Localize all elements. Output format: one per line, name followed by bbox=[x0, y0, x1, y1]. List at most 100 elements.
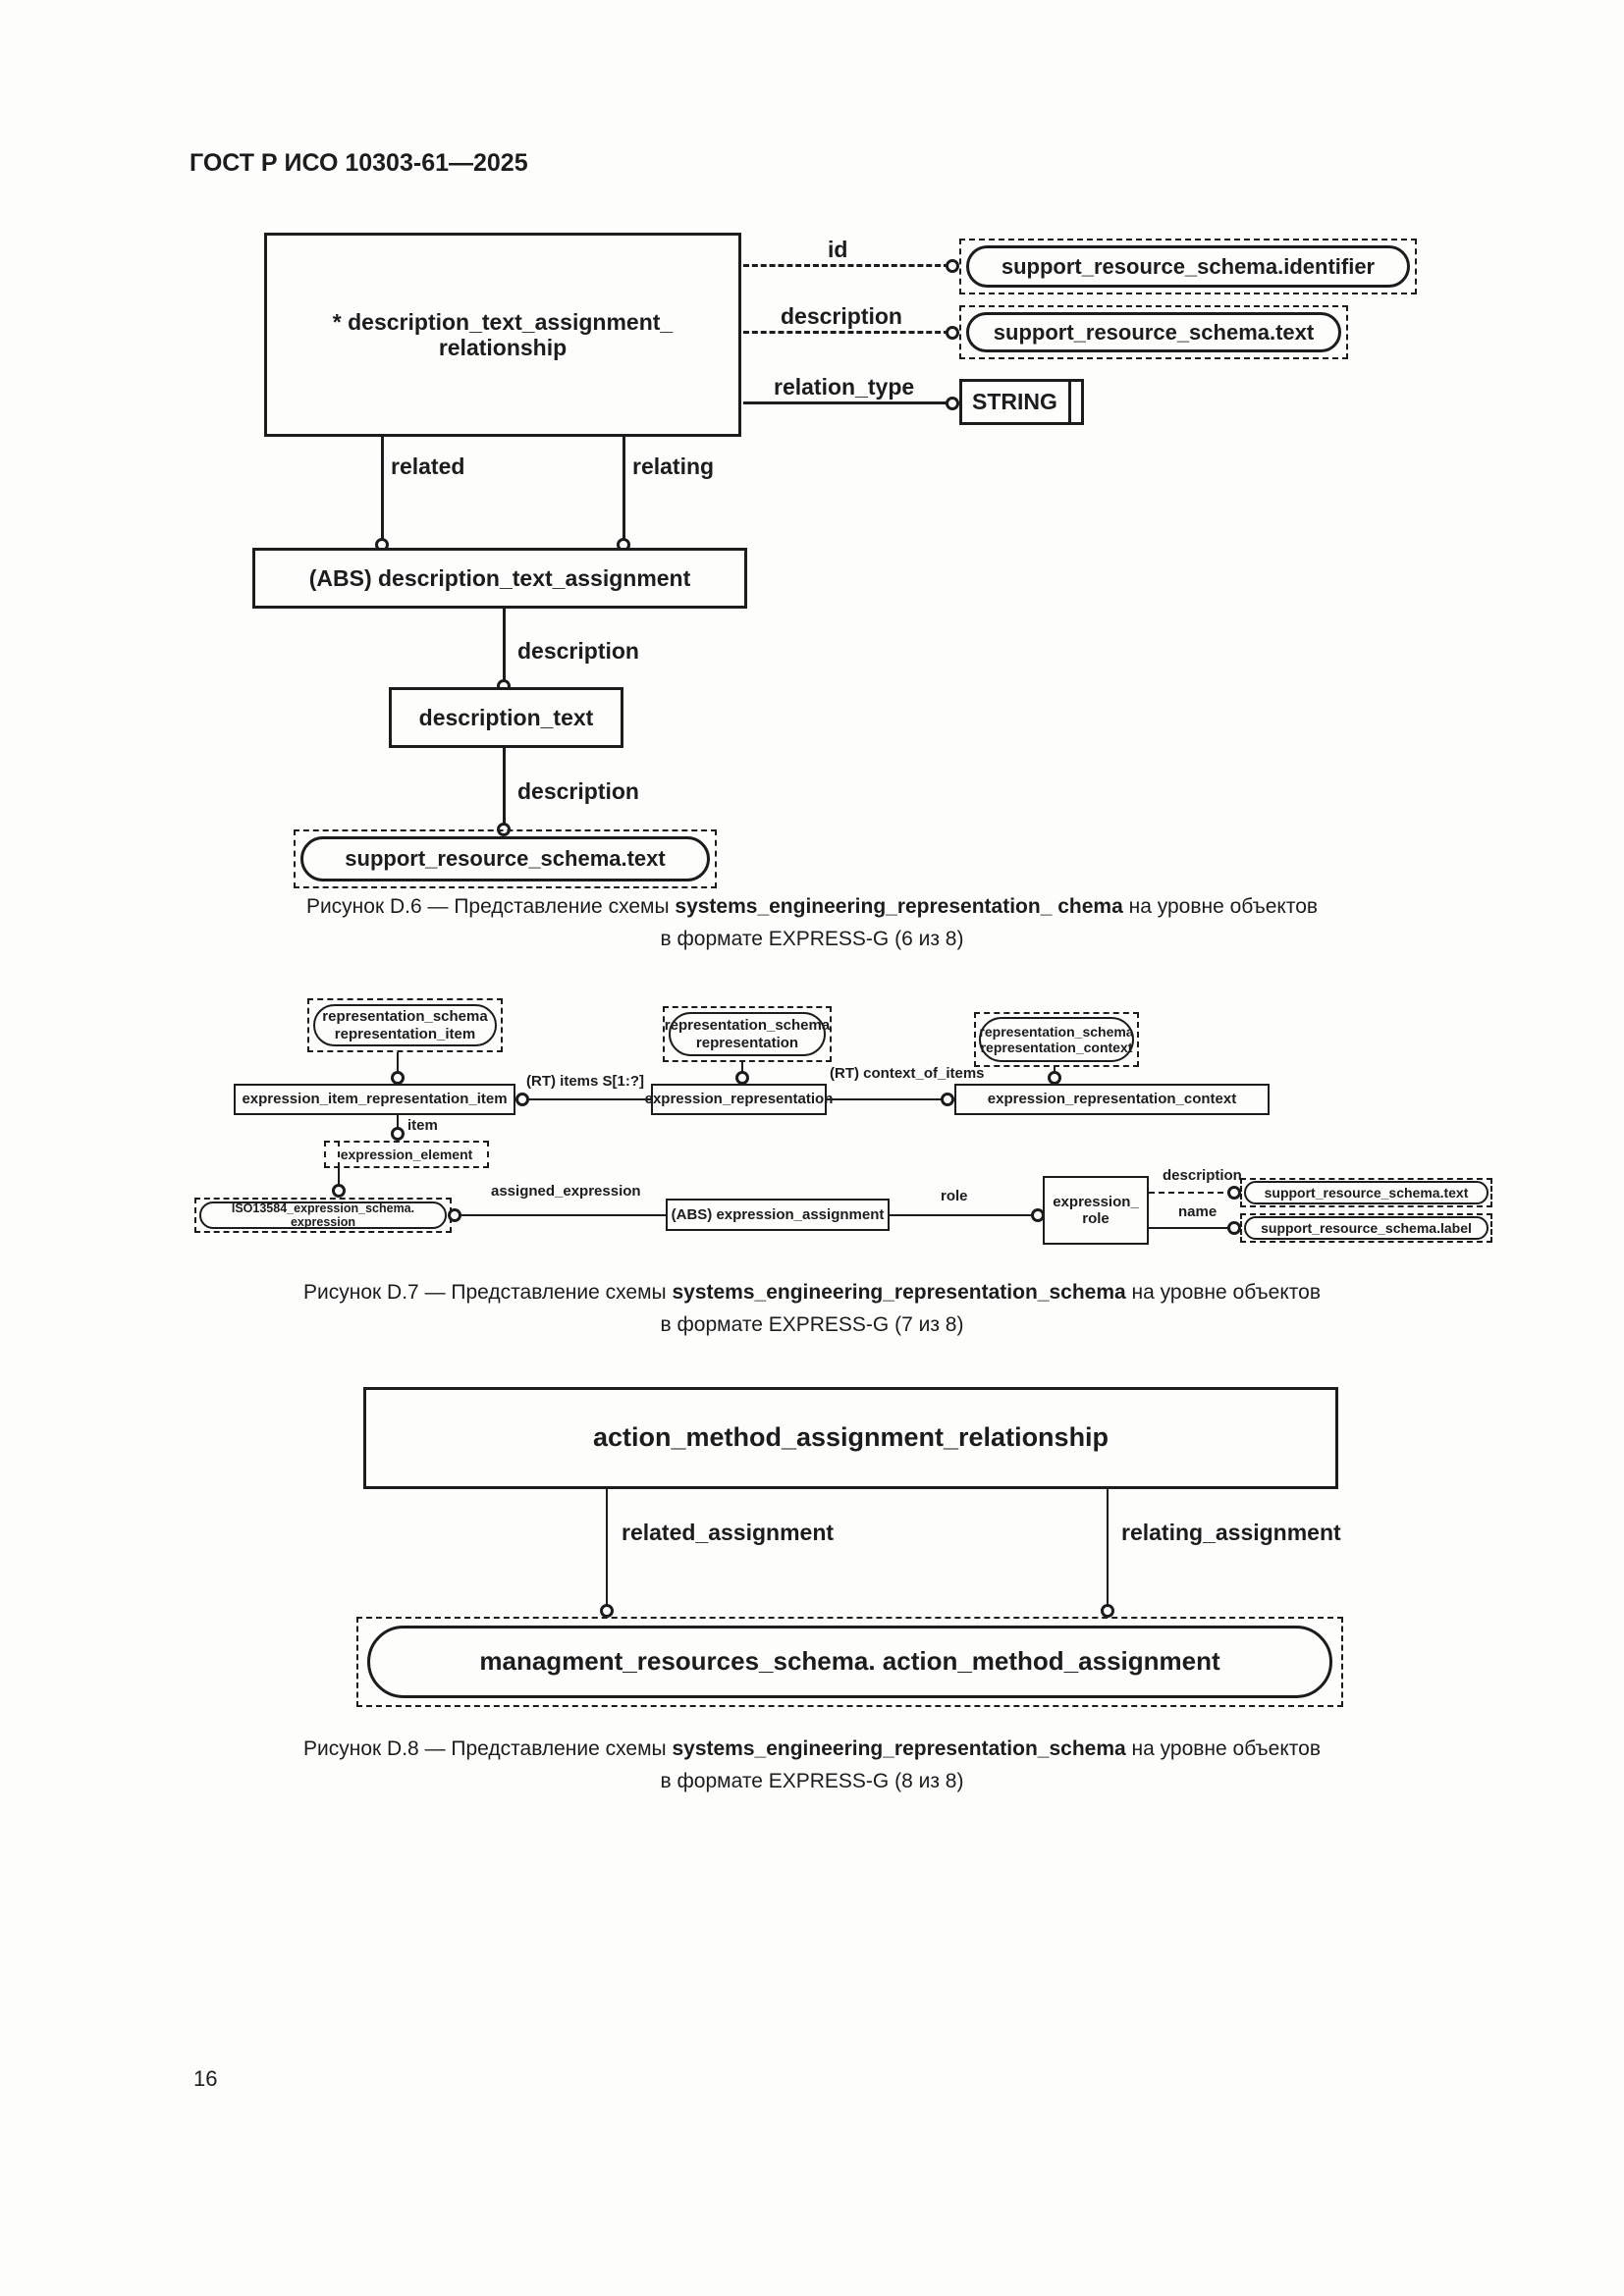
edge-related-assignment bbox=[606, 1489, 608, 1607]
edge-relation-type bbox=[743, 401, 949, 404]
ref-iso13584-expression: ISO13584_expression_schema. expression bbox=[199, 1201, 447, 1229]
attr-label-assigned-expression: assigned_expression bbox=[491, 1183, 641, 1200]
figure-d8-caption-line2: в формате EXPRESS-G (8 из 8) bbox=[660, 1770, 964, 1792]
edge-repr bbox=[741, 1062, 743, 1078]
ref-wrap-text-bottom bbox=[294, 829, 717, 888]
entity-expression-representation-context: expression_representation_context bbox=[954, 1084, 1270, 1115]
ref-support-resource-schema-identifier: support_resource_schema.identifier bbox=[966, 245, 1410, 288]
edge-relation-type-circle bbox=[946, 397, 959, 410]
attr-label-relating-assignment: relating_assignment bbox=[1121, 1520, 1341, 1545]
ref-wrap-representation-context bbox=[974, 1012, 1139, 1067]
caption-suffix: на уровне объектов bbox=[1125, 1281, 1321, 1304]
entity-description-text-assignment-relationship: * description_text_assignment_ relations… bbox=[264, 233, 741, 437]
attr-label-rt-items: (RT) items S[1:?] bbox=[526, 1073, 644, 1090]
edge-id bbox=[743, 264, 949, 267]
attr-label-description2: description bbox=[517, 638, 639, 664]
edge-description2 bbox=[503, 609, 506, 687]
figure-d8-caption-line1: Рисунок D.8 — Представление схемы system… bbox=[0, 1737, 1624, 1761]
edge-repr-circle bbox=[735, 1071, 749, 1085]
entity-action-method-assignment-relationship: action_method_assignment_relationship bbox=[363, 1387, 1338, 1489]
edge-element-circle bbox=[332, 1184, 346, 1198]
ref-line1: representation_schema bbox=[664, 1017, 831, 1035]
ref-expression-element: expression_element bbox=[324, 1141, 489, 1168]
attr-label-description3: description bbox=[517, 778, 639, 804]
ref-wrap-management bbox=[356, 1617, 1343, 1707]
attr-label-description: description bbox=[1163, 1167, 1242, 1184]
figure-d7-caption-line1: Рисунок D.7 — Представление схемы system… bbox=[0, 1281, 1624, 1305]
ref-wrap-srs-text bbox=[1240, 1178, 1492, 1207]
entity-label-line1: expression_ bbox=[1053, 1193, 1139, 1210]
ref-srs-text: support_resource_schema.text bbox=[1244, 1181, 1489, 1204]
edge-description bbox=[743, 331, 949, 334]
edge-role bbox=[890, 1214, 1037, 1216]
attr-label-related: related bbox=[391, 454, 465, 479]
type-string-doubleline bbox=[1068, 379, 1071, 425]
edge-related-assignment-circle bbox=[600, 1604, 614, 1618]
attr-label-rt-context: (RT) context_of_items bbox=[830, 1065, 985, 1082]
figure-d6-caption-line1: Рисунок D.6 — Представление схемы system… bbox=[0, 895, 1624, 919]
entity-label-line2: role bbox=[1082, 1210, 1110, 1227]
attr-label-role: role bbox=[941, 1188, 968, 1204]
edge-role-description-circle bbox=[1227, 1186, 1241, 1200]
ref-srs-label: support_resource_schema.label bbox=[1244, 1216, 1489, 1240]
attr-label-relating: relating bbox=[632, 454, 715, 479]
ref-representation: representation_schema representation bbox=[665, 1012, 830, 1056]
edge-repr-ctx-circle bbox=[1048, 1071, 1061, 1085]
ref-expression-element-tab bbox=[338, 1141, 340, 1168]
edge-item-circle bbox=[391, 1127, 405, 1141]
caption-suffix: на уровне объектов bbox=[1125, 1737, 1321, 1760]
edge-description-circle bbox=[946, 326, 959, 340]
edge-role-name bbox=[1149, 1227, 1233, 1229]
ref-support-resource-schema-text-bottom: support_resource_schema.text bbox=[300, 836, 710, 881]
caption-prefix: Рисунок D.7 — Представление схемы bbox=[303, 1281, 673, 1304]
ref-management-resources-schema: managment_resources_schema. action_metho… bbox=[367, 1626, 1332, 1698]
edge-role-description bbox=[1149, 1192, 1233, 1194]
attr-label-id: id bbox=[828, 237, 848, 262]
caption-suffix: на уровне объектов bbox=[1122, 895, 1319, 918]
type-string: STRING bbox=[959, 379, 1084, 425]
ref-support-resource-schema-text: support_resource_schema.text bbox=[966, 312, 1341, 352]
ref-line2: representation_context bbox=[980, 1040, 1133, 1055]
edge-repr-item-circle bbox=[391, 1071, 405, 1085]
edge-element-to-iso bbox=[338, 1168, 340, 1190]
figure-d6-caption-line2: в формате EXPRESS-G (6 из 8) bbox=[660, 928, 964, 950]
entity-expression-item-representation-item: expression_item_representation_item bbox=[234, 1084, 515, 1115]
ref-wrap-representation bbox=[663, 1006, 832, 1062]
figure-d7-caption-line2: в формате EXPRESS-G (7 из 8) bbox=[660, 1313, 964, 1336]
edge-items bbox=[527, 1098, 651, 1100]
edge-relating-assignment-circle bbox=[1101, 1604, 1114, 1618]
caption-prefix: Рисунок D.8 — Представление схемы bbox=[303, 1737, 673, 1760]
ref-representation-context: representation_schema representation_con… bbox=[979, 1017, 1134, 1062]
edge-item bbox=[397, 1115, 399, 1133]
attr-label-name: name bbox=[1178, 1203, 1218, 1220]
ref-line1: representation_schema bbox=[979, 1023, 1134, 1040]
attr-label-description: description bbox=[781, 303, 902, 329]
entity-abs-description-text-assignment: (ABS) description_text_assignment bbox=[252, 548, 747, 609]
ref-line2: representation bbox=[695, 1034, 799, 1051]
ref-representation-item: representation_schema representation_ite… bbox=[313, 1004, 497, 1046]
attr-label-item: item bbox=[407, 1117, 438, 1134]
edge-repr-item bbox=[397, 1052, 399, 1078]
edge-related bbox=[381, 437, 384, 548]
ref-wrap-representation-item bbox=[307, 998, 503, 1052]
entity-expression-representation: expression_representation bbox=[645, 1084, 833, 1115]
caption-schema-name: systems_engineering_representation_ chem… bbox=[675, 895, 1123, 918]
edge-context-of-items bbox=[827, 1098, 947, 1100]
edge-assigned-expression bbox=[460, 1214, 666, 1216]
page-number: 16 bbox=[193, 2066, 218, 2091]
edge-id-circle bbox=[946, 259, 959, 273]
entity-description-text: description_text bbox=[389, 687, 623, 748]
entity-abs-expression-assignment: (ABS) expression_assignment bbox=[666, 1199, 890, 1231]
entity-label-line1: * description_text_assignment_ bbox=[332, 308, 674, 335]
ref-wrap-srs-label bbox=[1240, 1213, 1492, 1243]
caption-prefix: Рисунок D.6 — Представление схемы bbox=[305, 895, 676, 918]
caption-schema-name: systems_engineering_representation_schem… bbox=[672, 1737, 1126, 1760]
ref-line2: representation_item bbox=[334, 1025, 476, 1042]
attr-label-relation-type: relation_type bbox=[774, 374, 915, 400]
ref-wrap-identifier bbox=[959, 239, 1417, 294]
entity-label-line2: relationship bbox=[438, 335, 568, 360]
ref-wrap-text bbox=[959, 305, 1348, 359]
edge-relating bbox=[623, 437, 625, 548]
attr-label-related-assignment: related_assignment bbox=[622, 1520, 835, 1545]
edge-role-name-circle bbox=[1227, 1221, 1241, 1235]
